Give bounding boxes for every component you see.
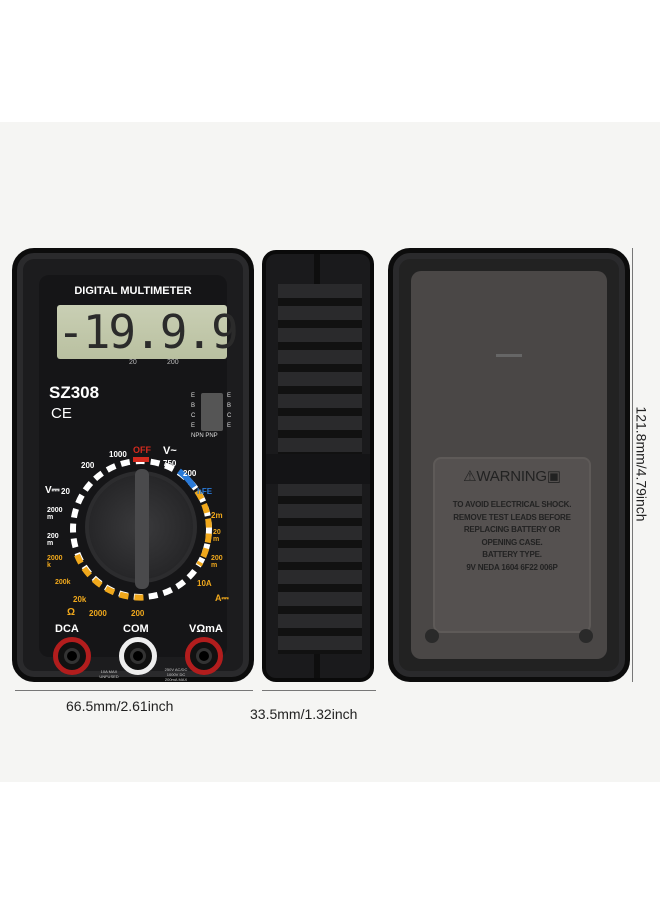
- warning-line: REPLACING BATTERY OR: [463, 525, 561, 534]
- vma-jack[interactable]: [185, 637, 223, 675]
- width-dimension-line: [15, 690, 253, 691]
- dial-label: V⎓: [45, 485, 60, 496]
- com-jack[interactable]: [119, 637, 157, 675]
- front-panel: DIGITAL MULTIMETER -19.9.9 20 200 SZ308 …: [39, 275, 239, 682]
- warning-title: ⚠WARNING▣: [463, 468, 561, 485]
- dial-label: 200 m: [47, 533, 59, 547]
- dial-label: A⎓: [215, 593, 229, 603]
- dial-label: 1000: [109, 450, 127, 459]
- jack-label-vma: VΩmA: [189, 623, 223, 635]
- hfe-socket[interactable]: [201, 393, 223, 431]
- depth-dimension: 33.5mm/1.32inch: [250, 706, 358, 722]
- multimeter-back: ⚠WARNING▣ TO AVOID ELECTRICAL SHOCK. REM…: [388, 248, 630, 682]
- hfe-type-label: NPN PNP: [191, 433, 218, 439]
- lcd-mark: 20: [129, 359, 137, 366]
- height-dimension: 121.8mm/4.79inch: [633, 406, 650, 522]
- dial-label: 20: [61, 487, 70, 496]
- depth-dimension-line: [262, 690, 376, 691]
- warning-label: ⚠WARNING▣ TO AVOID ELECTRICAL SHOCK. REM…: [433, 457, 591, 633]
- rotary-selector-knob[interactable]: [85, 469, 197, 589]
- battery-cover: ⚠WARNING▣ TO AVOID ELECTRICAL SHOCK. REM…: [411, 271, 607, 659]
- dca-jack[interactable]: [53, 637, 91, 675]
- dial-label: 200: [131, 609, 145, 618]
- warning-line: REMOVE TEST LEADS BEFORE: [453, 512, 571, 522]
- jack-label-dca: DCA: [55, 623, 79, 635]
- knob-pointer: [135, 469, 149, 589]
- lcd-display: -19.9.9: [57, 305, 239, 359]
- dial-label: V~: [163, 445, 177, 457]
- warning-line: BATTERY TYPE.: [482, 550, 542, 559]
- width-dimension: 66.5mm/2.61inch: [66, 698, 174, 714]
- lcd-reading: -19.9.9: [57, 305, 239, 359]
- fine-print: 250V AC/DC 1000V DC 200mA MAX: [164, 667, 188, 682]
- dial-label: 20 m: [213, 529, 221, 543]
- ce-mark: CE: [51, 405, 72, 422]
- warning-line: TO AVOID ELECTRICAL SHOCK.: [452, 500, 572, 509]
- dial-label: 200k: [55, 579, 71, 586]
- dial-label: 2000 m: [47, 507, 63, 521]
- dial-label: 200: [81, 461, 95, 470]
- dial-label: 750: [163, 459, 177, 468]
- fine-print: 10A MAX UNFUSED: [99, 669, 119, 679]
- dial-label: Ω: [67, 607, 76, 618]
- dial-label: 20k: [73, 595, 87, 604]
- multimeter-side: [262, 250, 374, 682]
- jack-label-com: COM: [123, 623, 149, 635]
- lcd-mark: 200: [167, 359, 179, 366]
- dial-label: 200: [183, 469, 197, 478]
- cover-latch-icon: [496, 341, 522, 357]
- warning-line: OPENING CASE.: [481, 537, 543, 547]
- range-dial-ring: [70, 457, 212, 601]
- dial-label: 2m: [211, 511, 223, 520]
- model-number: SZ308: [49, 383, 100, 402]
- dial-label: 2000: [89, 609, 107, 618]
- height-dimension-line: [632, 248, 633, 682]
- screw-icon: [579, 629, 593, 643]
- dial-off: OFF: [133, 445, 151, 455]
- screw-icon: [425, 629, 439, 643]
- multimeter-front: DIGITAL MULTIMETER -19.9.9 20 200 SZ308 …: [12, 248, 254, 682]
- dial-label: hFE: [197, 487, 213, 496]
- dial-label: 200 m: [211, 555, 223, 569]
- warning-line: 9V NEDA 1604 6F22 006P: [466, 562, 558, 572]
- dial-label: 2000 k: [47, 555, 63, 569]
- device-title: DIGITAL MULTIMETER: [74, 285, 192, 297]
- dial-label: 10A: [197, 579, 212, 588]
